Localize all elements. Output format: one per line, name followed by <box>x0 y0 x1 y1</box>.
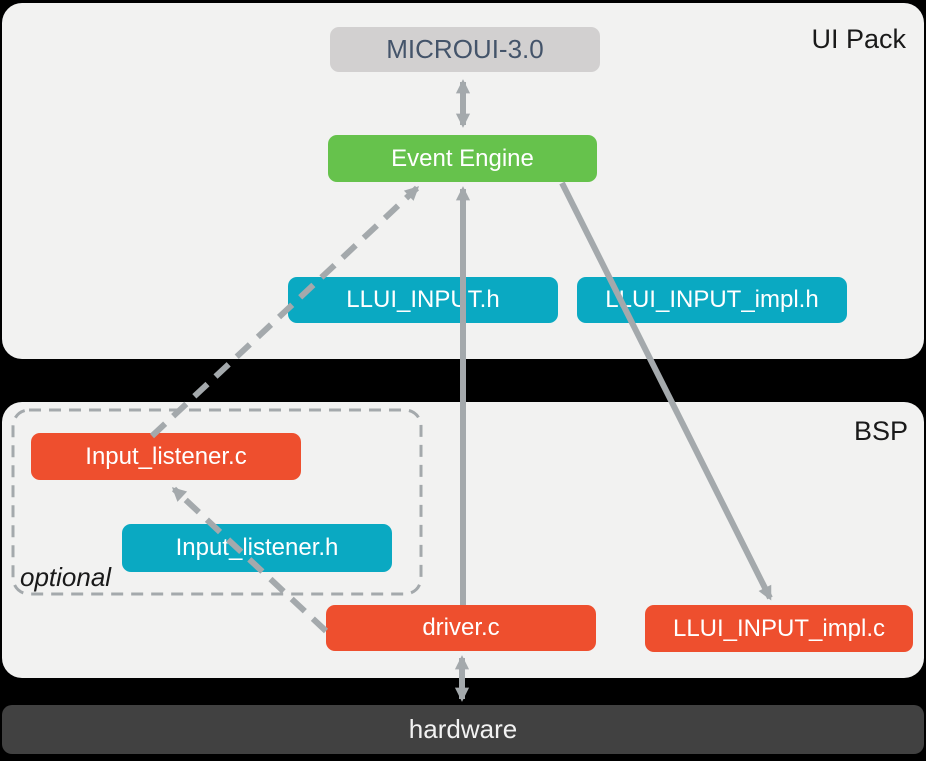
node-input-listener-c: Input_listener.c <box>31 433 301 480</box>
node-driver-c-label: driver.c <box>422 614 500 641</box>
node-llui-input-h-label: LLUI_INPUT.h <box>346 286 500 313</box>
optional-group-label: optional <box>20 562 112 592</box>
node-input-listener-h-label: Input_listener.h <box>175 534 339 561</box>
node-llui-input-impl-h-label: LLUI_INPUT_impl.h <box>605 286 819 313</box>
node-input-listener-c-label: Input_listener.c <box>85 442 247 470</box>
node-input-listener-h: Input_listener.h <box>122 524 392 572</box>
node-microui: MICROUI-3.0 <box>330 27 600 72</box>
node-llui-input-impl-h: LLUI_INPUT_impl.h <box>577 277 847 323</box>
ui-pack-label: UI Pack <box>811 24 906 54</box>
node-microui-label: MICROUI-3.0 <box>386 34 544 64</box>
node-llui-input-h: LLUI_INPUT.h <box>288 277 558 323</box>
bsp-label: BSP <box>853 416 908 446</box>
node-llui-input-impl-c-label: LLUI_INPUT_impl.c <box>672 614 886 642</box>
node-llui-input-impl-c: LLUI_INPUT_impl.c <box>645 605 913 652</box>
hardware-label: hardware <box>408 714 518 744</box>
node-event-engine: Event Engine <box>328 135 597 182</box>
hardware-layer: hardware <box>2 705 924 754</box>
node-event-engine-label: Event Engine <box>391 144 534 172</box>
node-driver-c: driver.c <box>326 605 596 651</box>
